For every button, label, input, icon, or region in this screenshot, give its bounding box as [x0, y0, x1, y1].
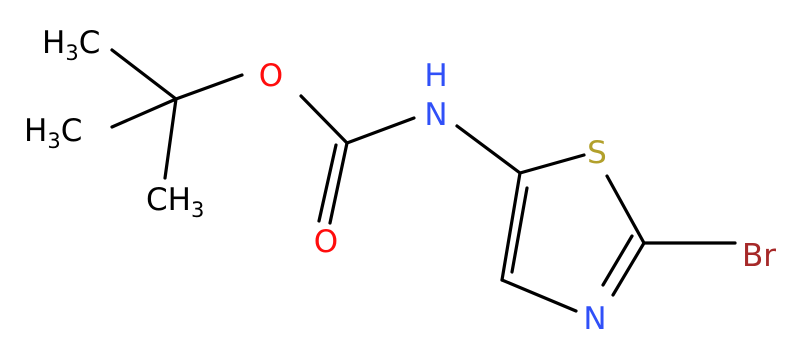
bond-carbonyl-nitrogen [345, 116, 416, 145]
bond-c4-c5-b [510, 186, 529, 274]
ester-oxygen-label: O [259, 58, 283, 94]
amide-nitrogen-label: N [424, 97, 447, 133]
methyl-mid-label: H3C [24, 113, 82, 153]
bond-methyl-mid [110, 97, 178, 129]
bond-c4-c5-a [500, 171, 522, 282]
bond-methyl-top [110, 48, 178, 101]
methyl-top-label: H3C [42, 25, 100, 65]
bond-c2-n3-a [611, 241, 646, 297]
amide-hydrogen-label: H [424, 58, 447, 94]
bond-ester-o-carbonyl [299, 94, 349, 145]
atom-labels: H3C H3C CH3 O O N H S N Br [24, 25, 776, 337]
bond-carbonyl-double-a [328, 141, 349, 225]
bond-carbonyl-double-b [317, 143, 338, 223]
bond-s1-c2 [605, 174, 646, 245]
sulfur-label: S [587, 135, 607, 171]
bond-c2-n3-b [601, 234, 634, 287]
bonds [110, 48, 737, 313]
methyl-bottom-label: CH3 [146, 182, 204, 222]
bond-c5-s1 [518, 153, 586, 175]
bond-n3-c4 [500, 278, 578, 313]
ring-nitrogen-label: N [583, 301, 606, 337]
bond-quaternary-ester-o [174, 73, 244, 101]
bromine-label: Br [742, 238, 776, 274]
carbonyl-oxygen-label: O [314, 224, 338, 260]
bond-methyl-bottom [163, 97, 178, 180]
bond-nitrogen-ring [455, 124, 522, 175]
